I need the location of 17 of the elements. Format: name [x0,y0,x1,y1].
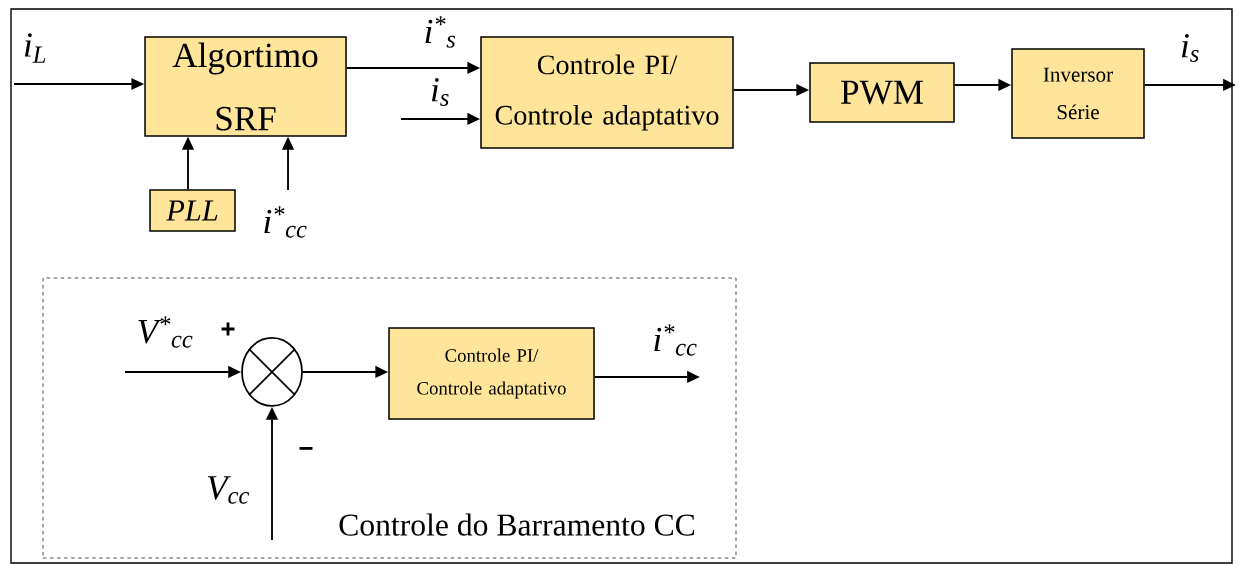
summing-junction [241,337,303,407]
block-box: Algortimo SRF [144,36,347,137]
sign-label: − [299,447,313,450]
signal-label: i$^{*}$s [425,16,456,48]
sign-label: + [221,322,235,336]
signal-label: i$^{*}$cc [264,206,307,238]
block-box: Controle PI/ Controle adaptativo [388,327,595,420]
signal-label: V$^{*}$cc [138,316,193,348]
signal-label: i$_{s}$ [1182,34,1199,62]
signal-label: i$_{s}$ [432,78,449,106]
signal-label: i$_{L}$ [24,33,46,63]
signal-label: i$^{*}$cc [654,324,697,356]
signal-label: V$_{cc}$ [207,476,250,504]
block-box: PWM [809,62,955,123]
block-box: PLL [149,189,236,232]
block-box: Controle PI/ Controle adaptativo [480,36,734,149]
block-box: Inversor Série [1011,48,1145,139]
